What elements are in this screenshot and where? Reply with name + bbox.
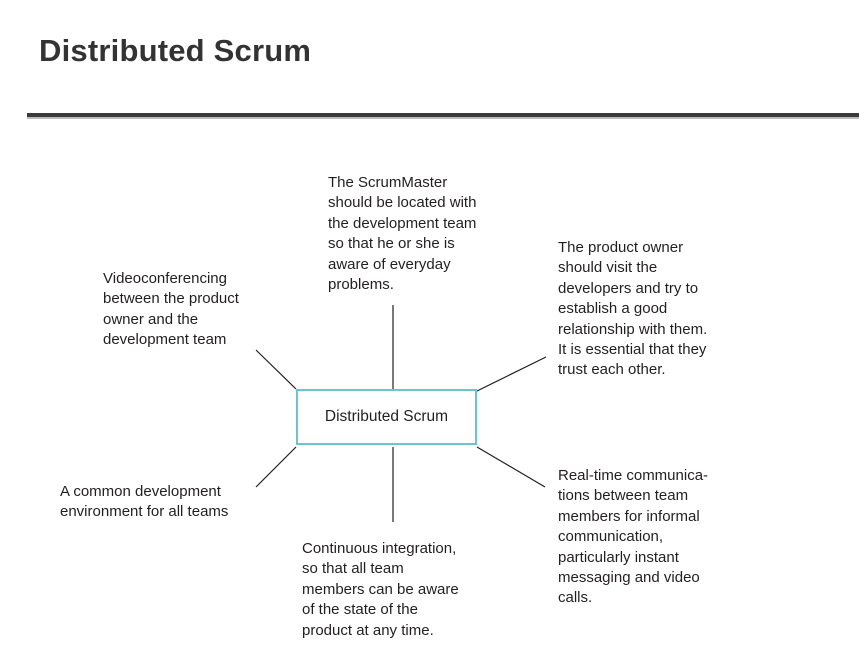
note-scrum-master: The ScrumMaster should be located with t… [328, 174, 477, 294]
title-divider-shadow [27, 117, 859, 119]
note-product-owner: The product owner should visit the devel… [558, 239, 708, 379]
center-node: Distributed Scrum [296, 389, 477, 445]
connector-bottom-right [476, 446, 546, 488]
note-common-environment: A common development environment for all… [60, 483, 229, 521]
note-realtime-comms: Real-time communica- tions between team … [558, 467, 709, 607]
connector-top-left [255, 349, 297, 390]
connector-bottom-left [255, 446, 297, 488]
connector-top-right [476, 356, 547, 392]
title-divider [27, 113, 859, 117]
page-title: Distributed Scrum [39, 33, 312, 68]
center-node-label: Distributed Scrum [324, 408, 449, 425]
note-continuous-integration: Continuous integration, so that all team… [302, 540, 459, 639]
note-videoconferencing: Videoconferencing between the product ow… [103, 270, 239, 349]
